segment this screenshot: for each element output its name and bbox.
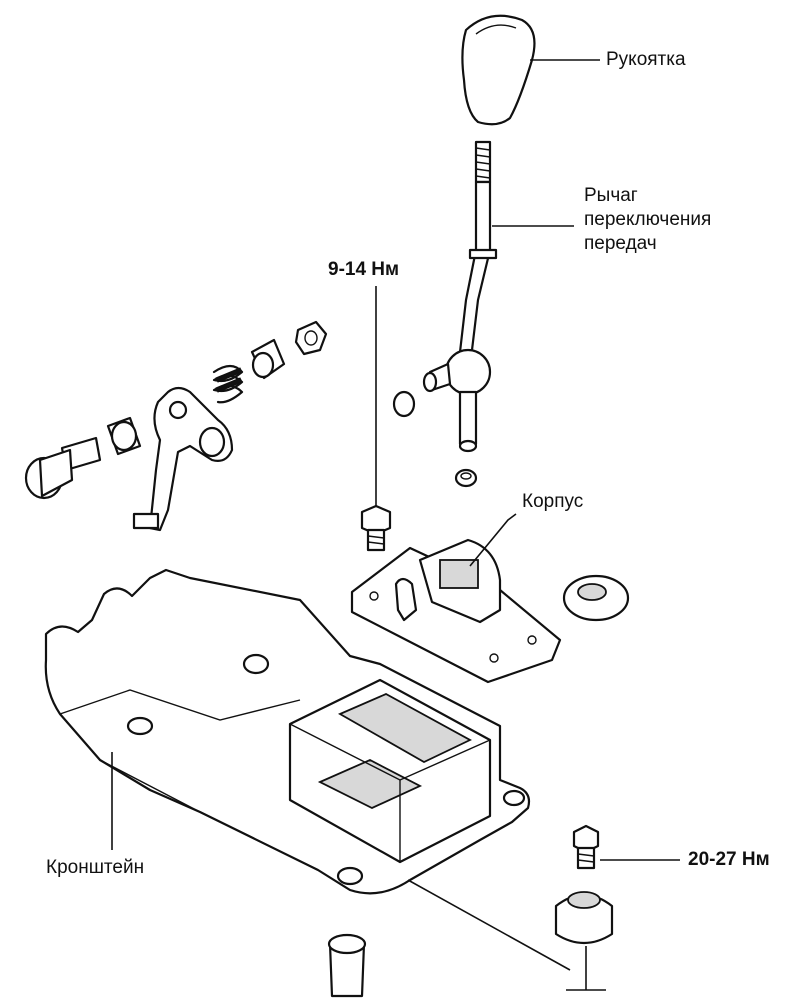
label-shift-lever: Рычаг переключения передач (584, 184, 784, 256)
label-knob: Рукоятка (606, 49, 686, 70)
housing (350, 538, 562, 684)
label-shift-lever-line-3: передач (584, 233, 657, 254)
mount-right (554, 891, 614, 945)
label-shift-lever-line-2: переключения (584, 209, 712, 230)
bolt-upper (360, 504, 392, 552)
leader-lines (111, 59, 680, 991)
linkage-assembly (24, 320, 328, 532)
lever-seat (454, 468, 478, 488)
label-housing: Корпус (522, 491, 584, 512)
grommet (562, 574, 630, 622)
bushing-small (392, 390, 416, 418)
label-torque-upper: 9-14 Нм (328, 259, 400, 280)
bolt-lower (572, 824, 600, 870)
shift-lever (422, 140, 498, 453)
label-bracket: Кронштейн (46, 857, 145, 878)
shift-knob (461, 14, 536, 126)
mount-left (327, 933, 367, 998)
bracket-plate (44, 568, 531, 895)
label-shift-lever-line-1: Рычаг (584, 185, 638, 206)
label-torque-lower: 20-27 Нм (688, 849, 770, 870)
